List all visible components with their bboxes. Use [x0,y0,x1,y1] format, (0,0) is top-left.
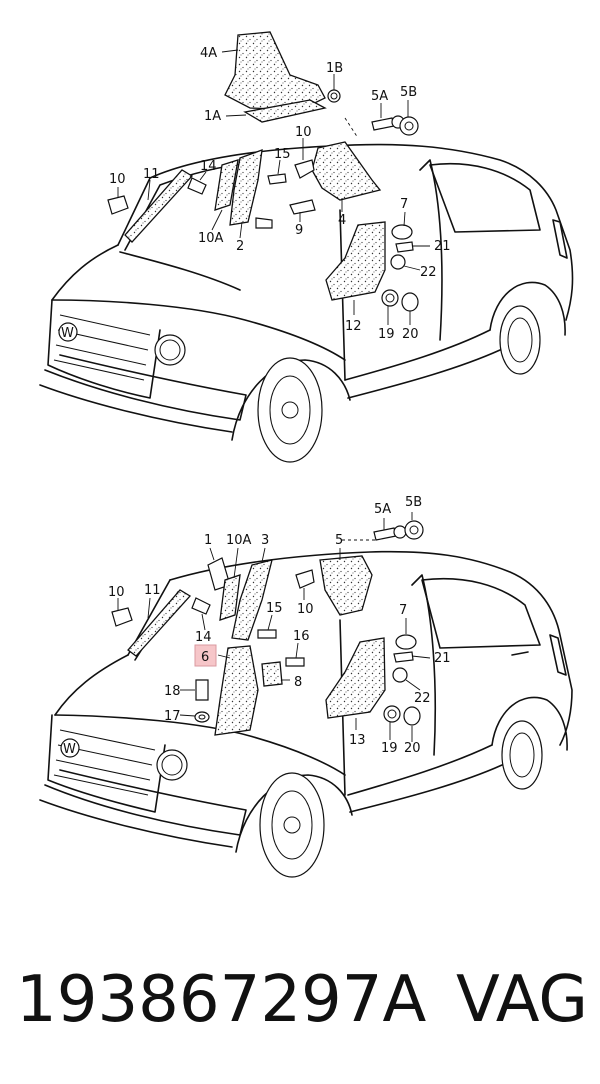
part-number: 193867297A [16,963,427,1037]
callout-label: 5A [371,89,388,104]
callout-label: 7 [400,197,408,212]
highlight-box [194,644,217,667]
callout-label: 15 [274,147,291,162]
callout-label: 2 [236,239,244,254]
callout-label: 4A [200,46,217,61]
callout-label: 10 [109,172,126,187]
top-car-parts [107,31,419,312]
callout-label: 17 [164,709,181,724]
callout-label: 15 [266,601,283,616]
callout-label: 11 [144,583,161,598]
callout-label: 10 [297,602,314,617]
callout-label: 20 [404,741,421,756]
svg-text:W: W [63,742,76,757]
callout-label: 5 [335,533,343,548]
callout-label: 9 [295,223,303,238]
svg-text:W: W [61,326,74,341]
callout-label: 5B [405,495,422,510]
callout-label: 10A [198,231,224,246]
callout-label: 7 [399,603,407,618]
svg-text:10: 10 [108,585,125,600]
callout-label: 18 [164,684,181,699]
callout-label: 5A [374,502,391,517]
bottom-leaders [117,512,431,742]
callout-label: 1A [204,109,221,124]
callout-label: 21 [434,651,451,666]
highlighted-callout: 6 [201,650,209,665]
callout-label: 20 [402,327,419,342]
bottom-car-parts [111,520,424,736]
callout-label: 4 [338,213,346,228]
callout-label: 19 [378,327,395,342]
callout-label: 1B [326,61,343,76]
callout-label: 10A [226,533,252,548]
callout-label: 19 [381,741,398,756]
callout-label: 22 [420,265,437,280]
top-callouts: 4A 1B 1A 5A 5B 10 15 14 11 10 10A 2 9 4 … [109,46,451,342]
top-leaders [117,49,430,325]
callout-label: 13 [349,733,366,748]
callout-label: 12 [345,319,362,334]
callout-label: 11 [143,167,160,182]
brand-name: VAG [456,963,588,1037]
callout-label: 14 [200,159,217,174]
bottom-car-body: W [39,550,573,878]
callout-label: 14 [195,630,212,645]
callout-label: 3 [261,533,269,548]
callout-label: 10 [295,125,312,140]
bottom-callouts: 5A 5B 1 10A 3 5 10 11 15 16 14 7 21 22 8… [108,495,451,756]
callout-label: 22 [414,691,431,706]
callout-label: 8 [294,675,302,690]
callout-label: 1 [204,533,212,548]
top-car-body: W [39,143,574,463]
parts-diagram: W [39,31,574,878]
callout-label: 5B [400,85,417,100]
callout-label: 16 [293,629,310,644]
callout-label: 21 [434,239,451,254]
